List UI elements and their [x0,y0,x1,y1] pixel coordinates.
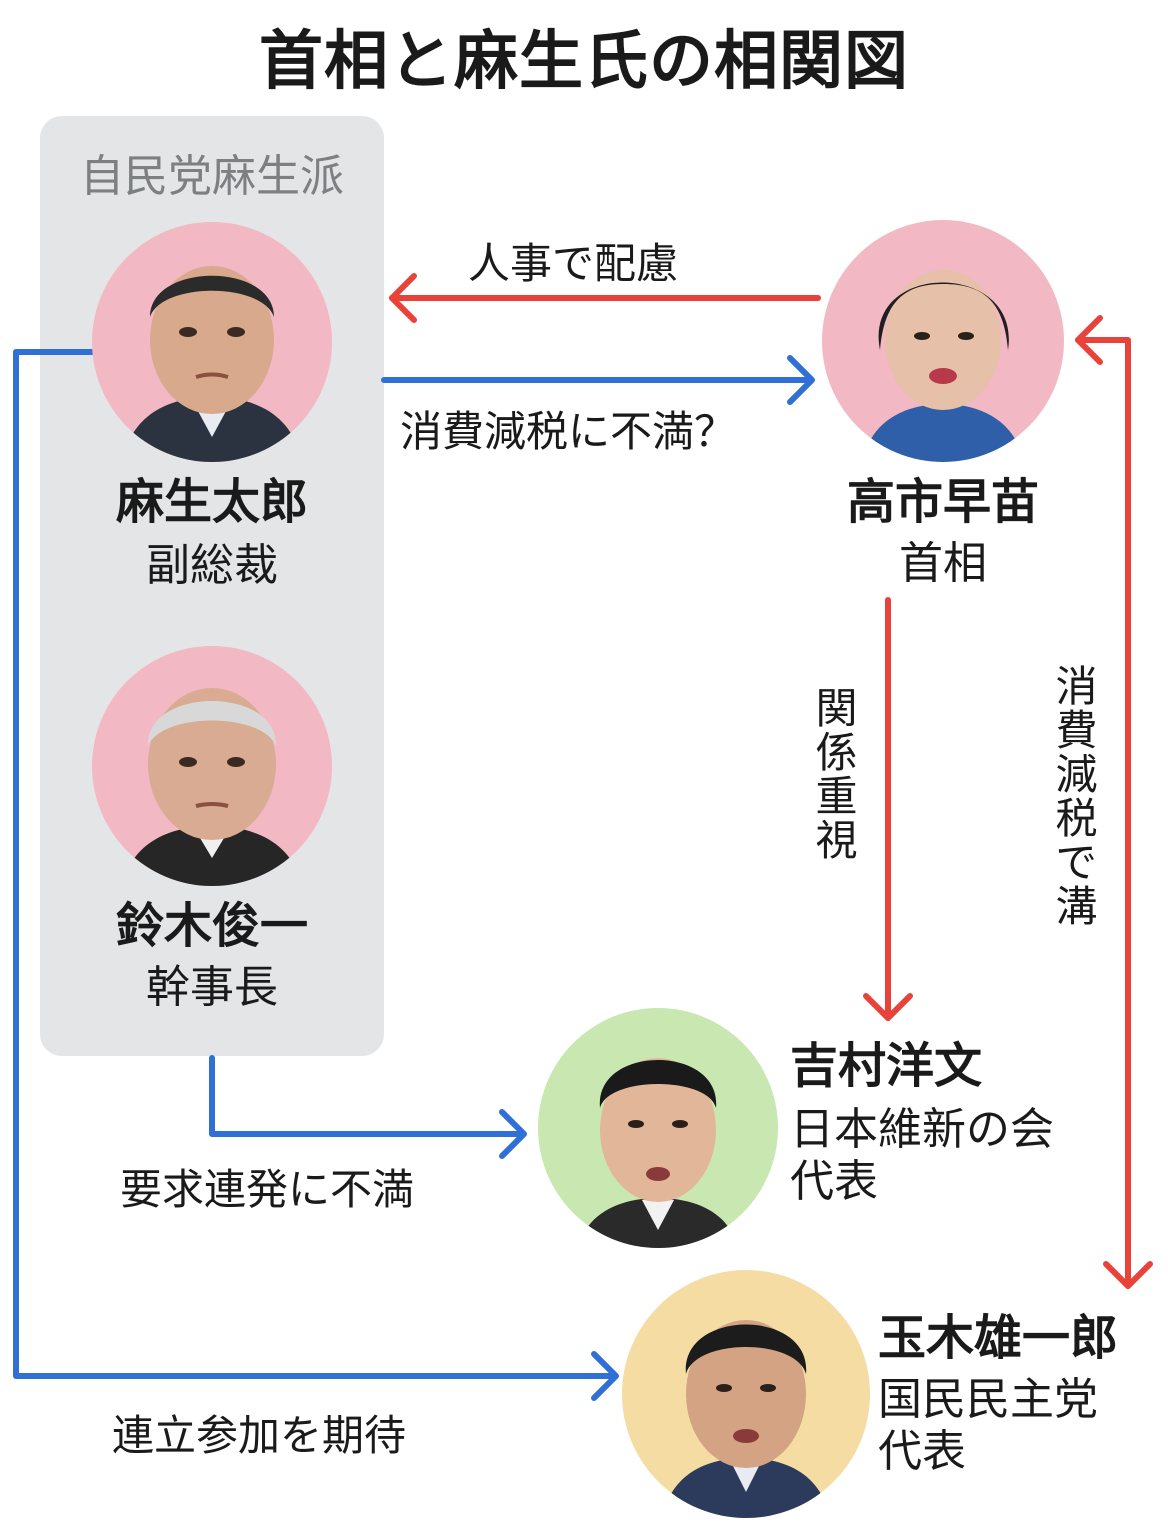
takaichi-photo [822,220,1064,462]
label-aso-to-takaichi: 消費減税に不満？ [400,407,737,456]
suzuki-photo [92,646,332,886]
label-suzuki-to-yoshimura: 要求連発に不満 [120,1165,415,1214]
takaichi-role: 首相 [899,538,987,589]
aso-role: 副総裁 [146,540,278,591]
tamaki-photo [622,1270,870,1518]
label-aso-to-tamaki: 連立参加を期待 [112,1411,407,1460]
arrow-aso-to-tamaki [13,349,619,1401]
arrow-takaichi-to-yoshimura [863,597,913,1021]
yoshimura-name: 吉村洋文 [790,1038,983,1094]
yoshimura-role: 日本維新の会 代表 [790,1104,1054,1207]
yoshimura-photo [538,1008,778,1248]
label-takaichi-tamaki: 消費減税で溝 [1049,664,1098,928]
diagram-title: 首相と麻生氏の相関図 [259,25,909,99]
suzuki-name: 鈴木俊一 [115,898,308,954]
arrow-takaichi-to-aso [389,273,821,323]
arrow-suzuki-to-yoshimura [209,1055,527,1159]
arrow-takaichi-tamaki [1075,315,1153,1289]
suzuki-role: 幹事長 [146,962,278,1013]
label-takaichi-to-yoshimura: 関係重視 [809,686,858,862]
aso-name: 麻生太郎 [115,474,308,530]
takaichi-name: 高市早苗 [846,474,1039,530]
aso-faction-label: 自民党麻生派 [80,151,344,202]
tamaki-name: 玉木雄一郎 [878,1310,1119,1366]
arrow-aso-to-takaichi [381,355,815,405]
label-takaichi-to-aso: 人事で配慮 [468,239,679,288]
aso-photo [92,222,332,462]
tamaki-role: 国民民主党 代表 [878,1374,1098,1477]
